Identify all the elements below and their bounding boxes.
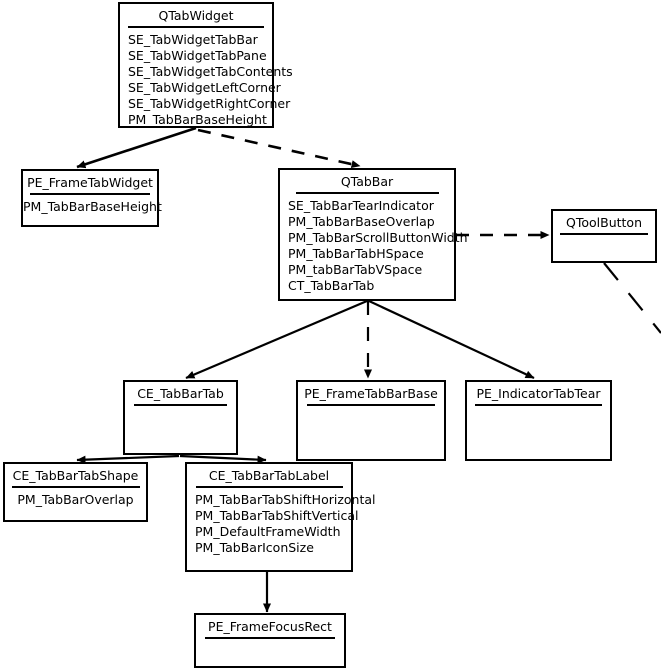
member-item: PM_TabBarTabHSpace	[288, 246, 424, 261]
member-item: PM_TabBarIconSize	[195, 540, 314, 555]
title-separator	[475, 404, 602, 406]
title-separator	[307, 404, 435, 406]
title-separator	[30, 193, 150, 195]
edge-qtabbar-to-pe-indicatortabtear	[368, 300, 535, 379]
class-title: CE_TabBarTabLabel	[208, 468, 330, 483]
edge-ce-tabbartab-to-ce-tabbartabshape	[76, 454, 180, 464]
title-separator	[205, 637, 335, 639]
class-box-pe-frametabbarbase[interactable]: PE_FrameTabBarBase	[296, 380, 446, 461]
title-separator	[128, 26, 264, 28]
class-title: QTabWidget	[158, 8, 234, 23]
title-separator	[11, 486, 140, 488]
class-title: CE_TabBarTab	[137, 386, 224, 401]
member-item: PM_TabBarTabShiftHorizontal	[195, 492, 376, 507]
class-box-ce-tabbartablabel[interactable]: CE_TabBarTabLabel PM_TabBarTabShiftHoriz…	[185, 462, 376, 572]
member-list: PM_TabBarOverlap	[5, 488, 146, 510]
member-list: SE_TabWidgetTabBar SE_TabWidgetTabPane S…	[120, 28, 293, 130]
class-title: QTabBar	[340, 174, 394, 189]
member-item: PM_TabBarScrollButtonWidth	[288, 230, 468, 245]
class-box-qtoolbutton[interactable]: QToolButton	[551, 209, 657, 263]
member-list	[467, 406, 610, 412]
edge-qtabwidget-to-qtabbar	[197, 128, 361, 169]
edge-qtabbar-to-ce-tabbartab	[185, 299, 368, 380]
title-separator	[195, 486, 343, 488]
member-list	[125, 406, 236, 412]
member-list: PM_TabBarTabShiftHorizontal PM_TabBarTab…	[187, 488, 376, 558]
member-item: PM_TabBarBaseHeight	[23, 199, 162, 214]
member-item: PM_DefaultFrameWidth	[195, 524, 341, 539]
member-item: SE_TabBarTearIndicator	[288, 198, 434, 213]
class-title: CE_TabBarTabShape	[12, 468, 139, 483]
member-item: PM_TabBarBaseOverlap	[288, 214, 435, 229]
member-list	[553, 235, 655, 241]
title-separator	[560, 233, 648, 235]
edge-ce-tabbartab-to-ce-tabbartablabel	[179, 454, 267, 464]
member-item: SE_TabWidgetRightCorner	[128, 96, 291, 111]
class-title: PE_IndicatorTabTear	[476, 386, 601, 401]
class-box-ce-tabbartab[interactable]: CE_TabBarTab	[123, 380, 238, 455]
class-box-pe-indicatortabtear[interactable]: PE_IndicatorTabTear	[465, 380, 612, 461]
member-item: SE_TabWidgetTabPane	[128, 48, 267, 63]
class-box-pe-framefocusrect[interactable]: PE_FrameFocusRect	[194, 613, 346, 668]
class-title: PE_FrameFocusRect	[208, 619, 332, 634]
member-item: SE_TabWidgetTabContents	[128, 64, 293, 79]
member-item: PM_tabBarTabVSpace	[288, 262, 423, 277]
member-item: CT_TabBarTab	[288, 278, 375, 293]
member-list: PM_TabBarBaseHeight	[23, 195, 162, 217]
member-item: PM_TabBarBaseHeight	[128, 112, 267, 127]
member-item: SE_TabWidgetTabBar	[128, 32, 258, 47]
class-box-pe-frametabwidget[interactable]: PE_FrameTabWidget PM_TabBarBaseHeight	[21, 169, 162, 227]
edge-qtabwidget-to-pe-frametabwidget	[76, 126, 197, 169]
class-box-qtabwidget[interactable]: QTabWidget SE_TabWidgetTabBar SE_TabWidg…	[118, 2, 293, 130]
class-box-ce-tabbartabshape[interactable]: CE_TabBarTabShape PM_TabBarOverlap	[3, 462, 148, 522]
member-item: PM_TabBarOverlap	[17, 492, 134, 507]
title-separator	[295, 192, 439, 194]
class-title: PE_FrameTabBarBase	[304, 386, 438, 401]
class-box-qtabbar[interactable]: QTabBar SE_TabBarTearIndicator PM_TabBar…	[278, 168, 468, 301]
member-list: SE_TabBarTearIndicator PM_TabBarBaseOver…	[280, 194, 468, 296]
member-item: SE_TabWidgetLeftCorner	[128, 80, 281, 95]
member-list	[196, 639, 344, 645]
member-item: PM_TabBarTabShiftVertical	[195, 508, 359, 523]
edge-qtoolbutton-to-offscreen	[603, 262, 661, 334]
class-title: PE_FrameTabWidget	[27, 175, 153, 190]
class-title: QToolButton	[566, 215, 642, 230]
member-list	[298, 406, 444, 412]
title-separator	[134, 404, 227, 406]
